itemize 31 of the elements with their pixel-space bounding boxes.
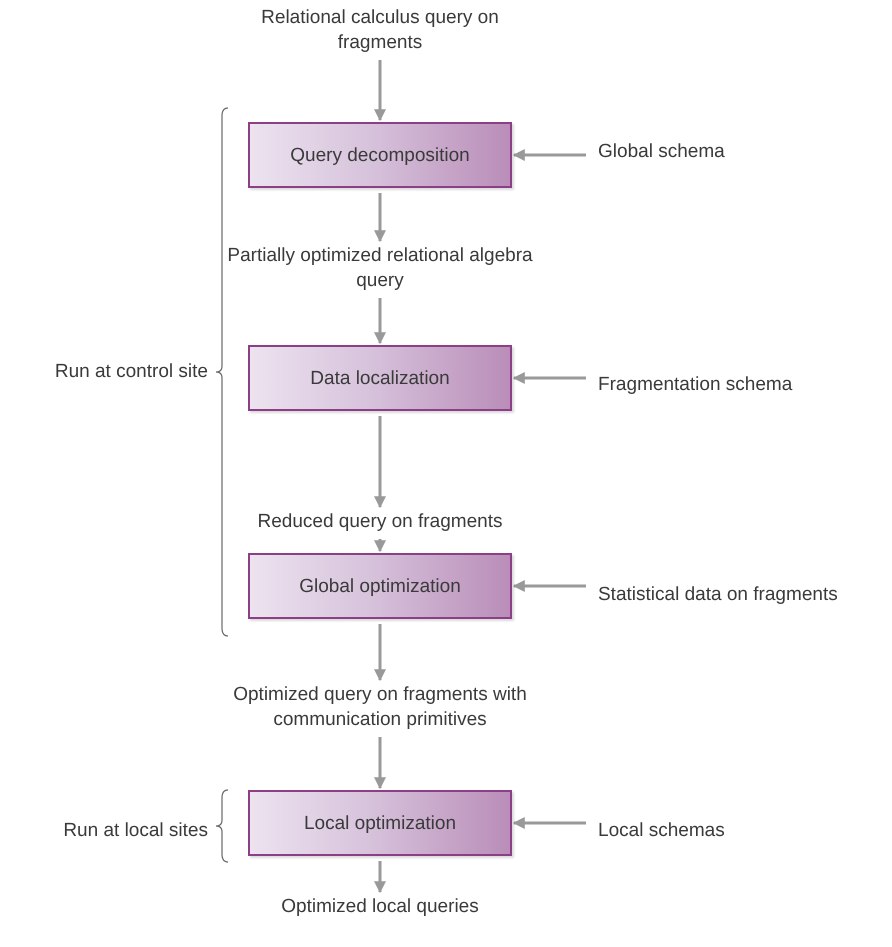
process-box [248,553,512,619]
arrow [512,149,586,161]
arrow [512,372,586,384]
arrow [374,193,386,242]
flow-text: Local schemas [598,818,725,843]
flow-text: Optimized local queries [230,894,530,919]
flow-text: Global schema [598,139,725,164]
process-box [248,345,512,411]
arrow [374,539,386,552]
box-label: Global optimization [299,574,461,598]
process-box [248,122,512,188]
arrow [374,737,386,790]
box-label: Local optimization [304,812,456,836]
flow-text: Partially optimized relational algebra query [210,243,550,293]
flow-text: Relational calculus query on fragments [240,5,520,55]
box-label: Data localization [310,366,450,390]
bracket-label: Run at control site [54,360,208,384]
flow-text: Fragmentation schema [598,372,792,397]
arrow [374,298,386,344]
process-box [248,790,512,856]
arrow [512,817,586,829]
flow-text: Optimized query on fragments with communication primitives [170,682,590,732]
flow-text: Reduced query on fragments [200,509,560,534]
arrow [374,861,386,894]
bracket-label: Run at local sites [63,819,208,843]
box-label: Query decomposition [290,144,470,168]
arrow [374,416,386,508]
arrow [512,580,586,592]
flow-text: Statistical data on fragments [598,582,838,607]
arrow [374,624,386,682]
arrow [374,60,386,122]
